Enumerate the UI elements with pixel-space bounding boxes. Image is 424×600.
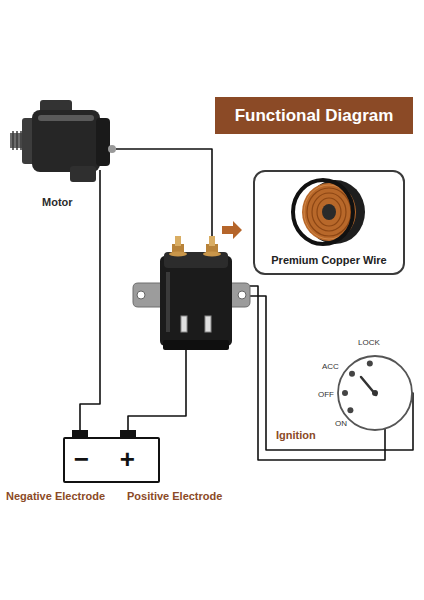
gear-tooth	[16, 131, 18, 150]
spool-front-rim	[293, 180, 353, 244]
position-dot	[349, 371, 355, 377]
spool-hub	[322, 204, 336, 220]
polarity-sign: +	[120, 445, 135, 475]
title-banner: Functional Diagram	[215, 97, 413, 134]
diagram-title: Functional Diagram	[235, 106, 394, 126]
gear-tooth	[12, 131, 14, 150]
wires	[80, 149, 413, 460]
motor-feed-wire	[116, 149, 212, 236]
battery-feed-wire	[128, 350, 186, 430]
solenoid-body	[160, 256, 232, 346]
polarity-sign: −	[74, 445, 89, 475]
terminal-label: Negative Electrode	[6, 490, 105, 503]
motor-mount	[70, 166, 96, 182]
switch-position: ACC	[322, 362, 339, 371]
terminal-washer	[169, 252, 187, 257]
switch-pivot	[372, 390, 378, 396]
mount-hole	[238, 291, 246, 299]
gear-tooth	[20, 131, 22, 150]
winding-ring	[307, 188, 351, 236]
switch-position: OFF	[318, 390, 334, 399]
wire-callout-box: Premium Copper Wire	[253, 170, 405, 275]
copper-wire-spool	[293, 180, 365, 244]
spade-terminal	[205, 316, 211, 332]
winding-ring	[312, 193, 346, 231]
battery-terminal	[72, 430, 88, 437]
solenoid-base	[163, 340, 229, 350]
motor-highlight	[38, 115, 94, 121]
switch-face	[338, 356, 412, 430]
solenoid-cap	[164, 252, 228, 268]
ignition-wire	[250, 296, 413, 450]
pointer-arrow	[222, 221, 242, 239]
terminal-stud	[209, 236, 215, 246]
solenoid-highlight	[166, 272, 170, 332]
motor-rear-cap	[96, 118, 110, 166]
callout-caption: Premium Copper Wire	[271, 254, 386, 267]
battery-terminals	[72, 430, 136, 437]
motor-terminal	[108, 145, 116, 153]
position-dot	[342, 390, 348, 396]
motor-body	[32, 110, 100, 172]
terminal-label: Positive Electrode	[127, 490, 222, 503]
starter-motor	[10, 100, 116, 182]
starter-solenoid	[133, 236, 250, 350]
mount-hole	[137, 291, 145, 299]
terminal-stud	[175, 236, 181, 246]
gear-teeth	[13, 131, 21, 150]
wire-label: Ignition	[276, 429, 316, 442]
position-dot	[347, 407, 353, 413]
battery-terminal	[120, 430, 136, 437]
winding-ring	[317, 198, 341, 226]
terminal-washer	[203, 252, 221, 257]
position-dot	[367, 361, 373, 367]
switch-position: LOCK	[358, 338, 380, 347]
battery-box: −+	[63, 437, 160, 483]
part-label: Motor	[42, 196, 73, 209]
ignition-switch	[338, 356, 412, 430]
switch-position: ON	[335, 419, 347, 428]
ground-wire	[80, 170, 100, 430]
spade-terminal	[181, 316, 187, 332]
